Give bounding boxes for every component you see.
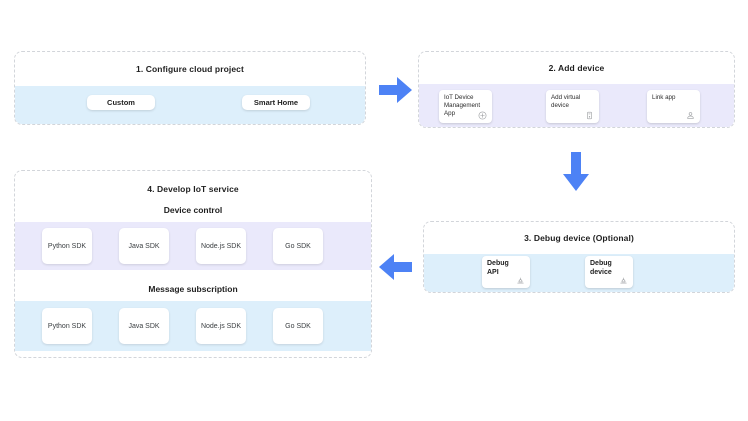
button-custom[interactable]: Custom (87, 95, 155, 110)
button-smart-home-label: Smart Home (253, 98, 299, 107)
panel-step2: 2. Add device IoT Device Management App … (418, 51, 735, 128)
step2-title: 2. Add device (548, 63, 605, 73)
section-message-subscription-title: Message subscription (148, 284, 238, 294)
chip-label: Node.js SDK (200, 242, 242, 250)
chip-device-control-nodejs-sdk[interactable]: Node.js SDK (196, 228, 246, 264)
chip-message-subscription-go-sdk[interactable]: Go SDK (273, 308, 323, 344)
chip-message-subscription-nodejs-sdk[interactable]: Node.js SDK (196, 308, 246, 344)
card-add-virtual-device-label: Add virtual device (551, 94, 581, 109)
panel-step1: 1. Configure cloud project Custom Smart … (14, 51, 366, 125)
card-debug-api-label: Debug API (487, 260, 509, 276)
button-smart-home[interactable]: Smart Home (242, 95, 310, 110)
debug-icon (619, 276, 628, 285)
step3-title: 3. Debug device (Optional) (524, 233, 634, 243)
chip-device-control-python-sdk[interactable]: Python SDK (42, 228, 92, 264)
card-add-virtual-device[interactable]: Add virtual device (546, 90, 599, 123)
panel-step3: 3. Debug device (Optional) Debug API Deb… (423, 221, 735, 293)
debug-icon (516, 276, 525, 285)
step3-body-band (424, 254, 734, 292)
step1-body-band (15, 86, 365, 124)
arrow-step1-to-step2 (379, 77, 412, 103)
chip-label: Java SDK (128, 322, 160, 330)
section-device-control-title: Device control (163, 205, 223, 215)
chip-device-control-java-sdk[interactable]: Java SDK (119, 228, 169, 264)
arrow-step2-to-step3 (563, 152, 589, 191)
chip-label: Python SDK (47, 242, 87, 250)
chip-message-subscription-java-sdk[interactable]: Java SDK (119, 308, 169, 344)
link-app-icon (686, 111, 695, 120)
chip-message-subscription-python-sdk[interactable]: Python SDK (42, 308, 92, 344)
device-icon (585, 111, 594, 120)
arrow-step3-to-step4 (379, 254, 412, 280)
card-debug-device[interactable]: Debug device (585, 256, 633, 288)
chip-label: Go SDK (285, 322, 311, 330)
card-link-app[interactable]: Link app (647, 90, 700, 123)
button-custom-label: Custom (107, 98, 135, 107)
chip-device-control-go-sdk[interactable]: Go SDK (273, 228, 323, 264)
card-iot-device-management-app-label: IoT Device Management App (444, 94, 481, 117)
panel-step4: 4. Develop IoT service Device control Py… (14, 170, 372, 358)
card-debug-api[interactable]: Debug API (482, 256, 530, 288)
card-debug-device-label: Debug device (590, 260, 612, 276)
chip-label: Node.js SDK (200, 322, 242, 330)
chip-label: Go SDK (285, 242, 311, 250)
card-link-app-label: Link app (652, 94, 676, 101)
step1-title: 1. Configure cloud project (136, 64, 244, 74)
chip-label: Java SDK (128, 242, 160, 250)
card-iot-device-management-app[interactable]: IoT Device Management App (439, 90, 492, 123)
step4-title: 4. Develop IoT service (147, 184, 239, 194)
plus-circle-icon (478, 111, 487, 120)
chip-label: Python SDK (47, 322, 87, 330)
